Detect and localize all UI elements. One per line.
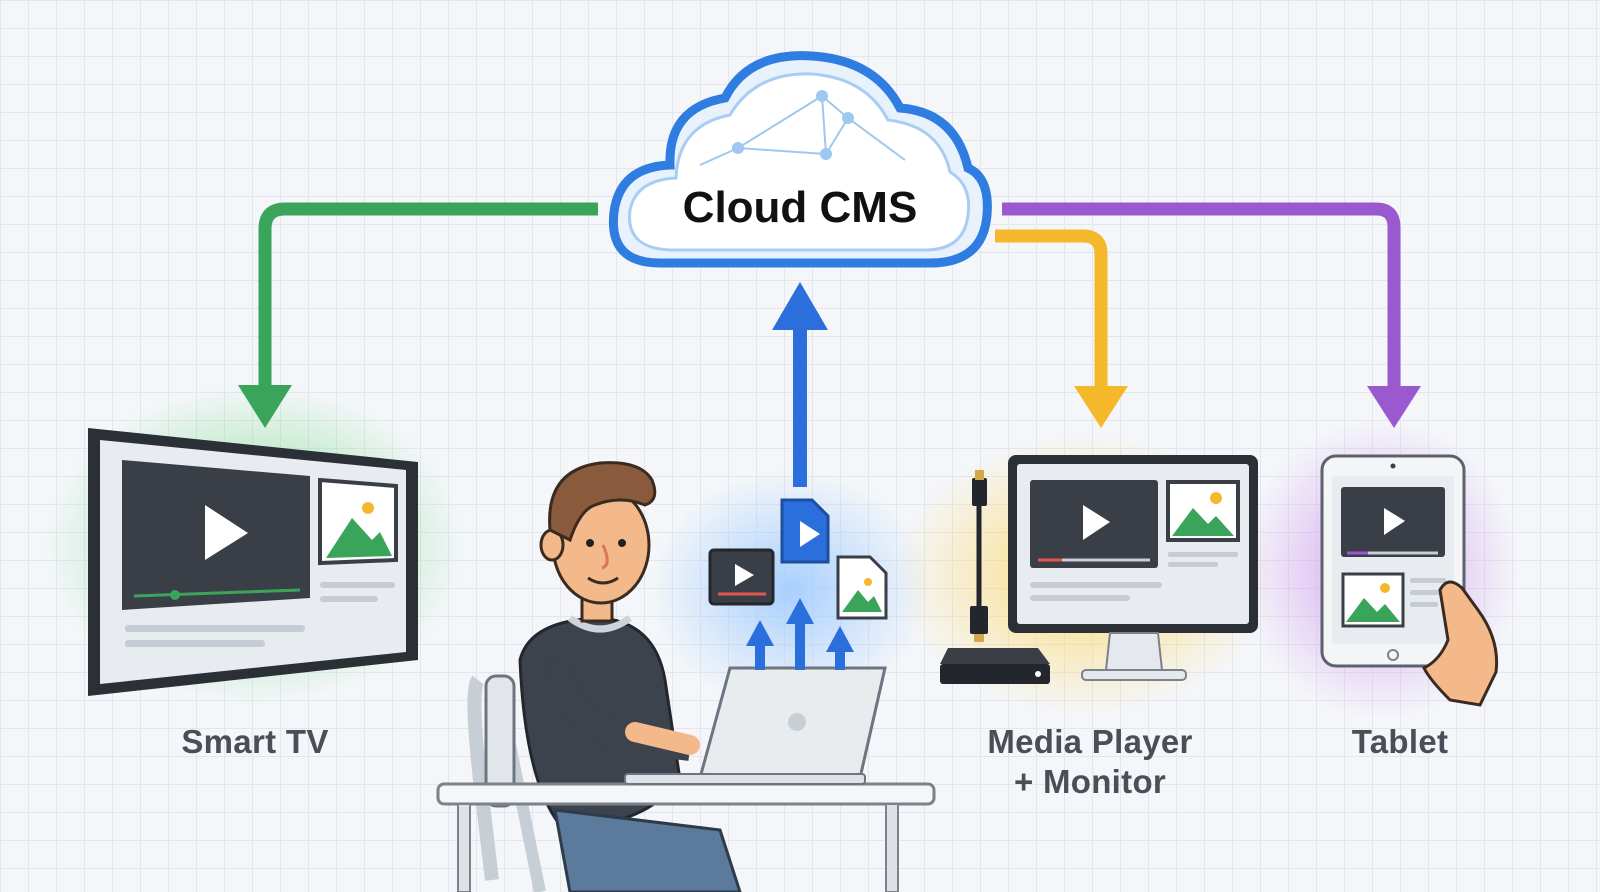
tv-play-icon [205,505,248,560]
tv-image-icon [326,518,392,558]
image-file-icon [836,555,888,620]
user-with-laptop-icon [436,461,936,892]
device-label-tablet: Tablet [1351,723,1449,760]
video-file-icon [780,498,830,564]
monitor-play-icon [1083,505,1110,540]
device-label-media-player: Media Player + Monitor [950,722,1230,802]
tablet-play-icon [1384,508,1405,535]
tv-icon [88,428,418,696]
tablet-icon [1320,454,1499,707]
arrow-cloud-to-tv [238,202,598,428]
hand-icon [1421,580,1499,707]
arrow-cloud-to-tablet [1002,202,1421,428]
monitor-image-icon [1172,508,1234,536]
upload-icons [708,498,888,670]
cloud-icon [608,51,992,268]
device-label-smart-tv: Smart TV [181,723,329,760]
cloud-title: Cloud CMS [682,183,918,232]
monitor-icon [940,455,1258,684]
media-player-box-icon [940,470,1050,684]
device-label-media-player-line2: + Monitor [1013,763,1167,800]
up-arrow-icon [746,598,854,670]
video-card-icon [708,548,775,606]
arrow-cloud-to-media-player [995,229,1128,428]
tablet-image-icon [1346,598,1400,622]
arrow-upload-to-cloud [772,282,828,487]
upload-glow [650,470,930,710]
device-label-media-player-line1: Media Player [987,723,1193,760]
